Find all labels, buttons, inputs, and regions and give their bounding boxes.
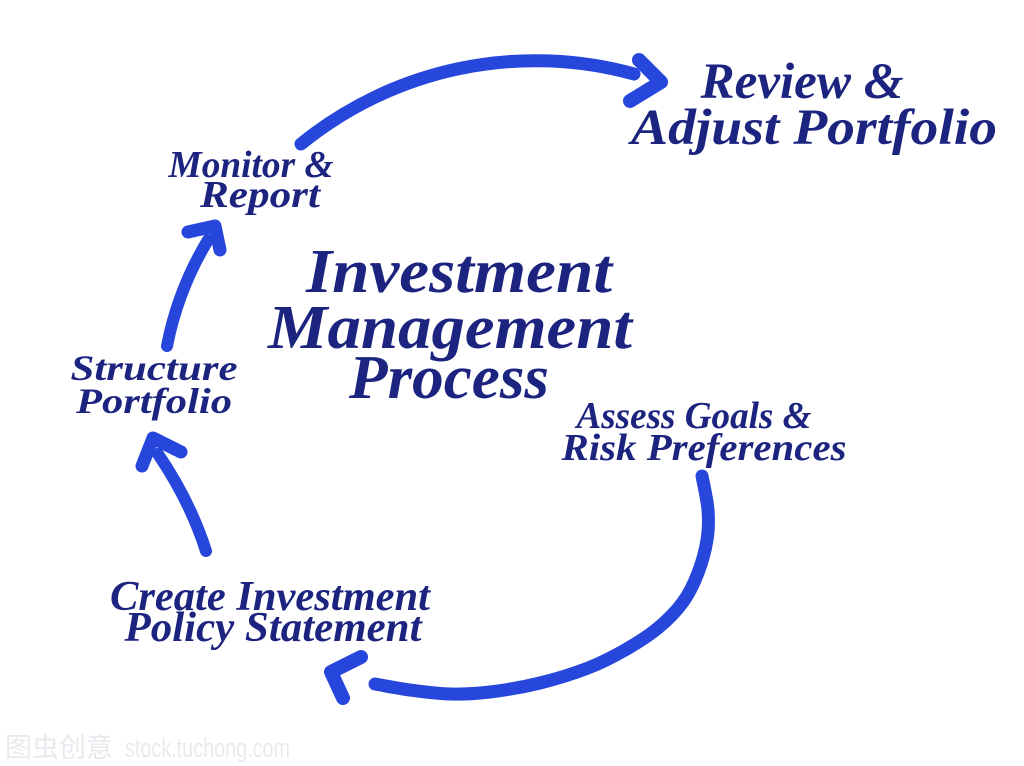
svg-text:Adjust Portfolio: Adjust Portfolio — [628, 100, 997, 156]
svg-text:Review &: Review & — [699, 54, 903, 110]
svg-text:Report: Report — [199, 174, 322, 216]
svg-text:Monitor &: Monitor & — [168, 144, 334, 186]
svg-text:Create Investment: Create Investment — [110, 574, 431, 620]
svg-text:Policy Statement: Policy Statement — [123, 605, 422, 651]
svg-text:Structure: Structure — [71, 348, 238, 388]
svg-text:Investment: Investment — [305, 238, 614, 306]
svg-text:Risk Preferences: Risk Preferences — [560, 427, 846, 469]
svg-text:Portfolio: Portfolio — [75, 381, 232, 421]
svg-text:Management: Management — [267, 294, 634, 362]
svg-text:图虫创意: 图虫创意 — [5, 733, 113, 763]
svg-text:Process: Process — [348, 344, 549, 412]
svg-text:stock.tuchong.com: stock.tuchong.com — [125, 733, 290, 763]
svg-text:Assess Goals &: Assess Goals & — [575, 395, 812, 437]
